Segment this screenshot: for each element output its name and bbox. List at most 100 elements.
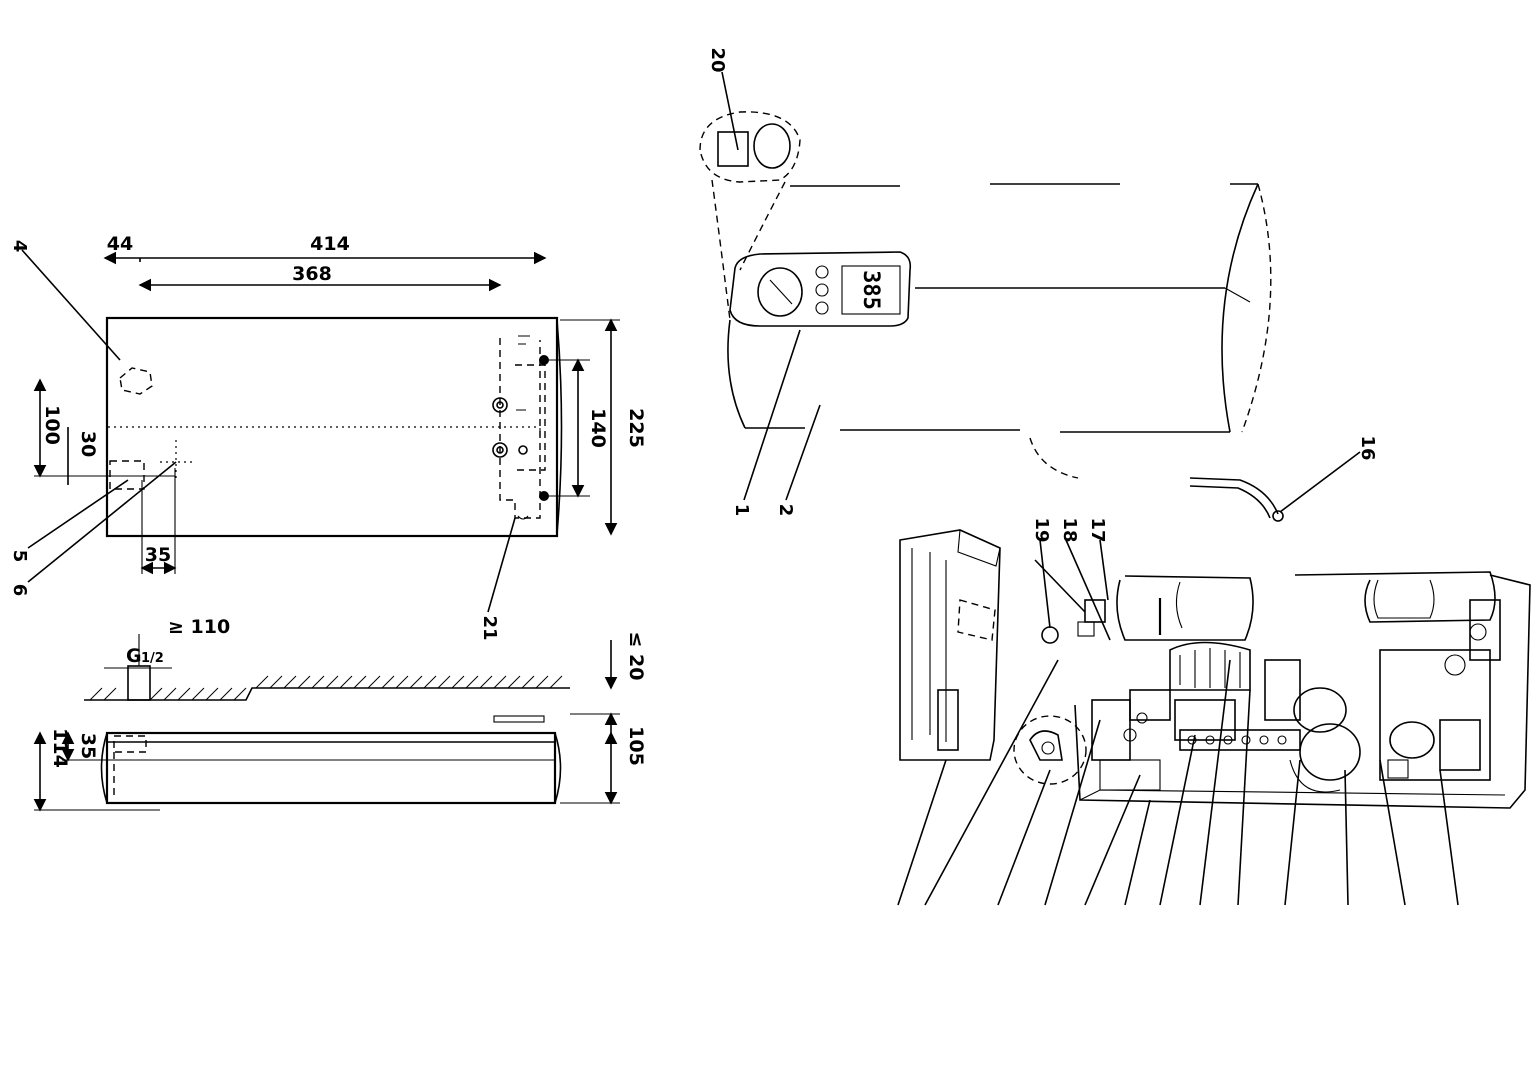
leader-bottom-g (1159, 734, 1196, 906)
wall-hatch (89, 675, 563, 701)
component-relay-1 (1129, 689, 1171, 721)
item-19-sensor (1041, 626, 1059, 644)
detail-circle (1013, 715, 1087, 785)
dim-114-label: 114 (49, 728, 71, 768)
label-2: 2 (775, 504, 796, 517)
heater-left-edge (727, 319, 746, 429)
connector-bottom-icon (492, 442, 508, 458)
connector-side-icon (518, 445, 528, 455)
knob-indicator (769, 279, 793, 305)
label-4: 4 (9, 240, 30, 253)
dim-44-label: 44 (107, 233, 133, 255)
item-20-block (717, 131, 749, 167)
control-panel (729, 251, 912, 327)
exploded-assembly (899, 529, 1531, 809)
label-5: 5 (9, 550, 30, 563)
heater-end-front (1221, 183, 1259, 433)
exploded-callouts: 17 18 19 (897, 517, 1459, 906)
side-right-cap (554, 732, 562, 804)
leader-20 (721, 71, 739, 151)
dim-140-label: 140 (587, 408, 609, 448)
leader-bottom-j (1284, 759, 1301, 906)
leader-bottom-k (1344, 769, 1349, 906)
panel-display (841, 265, 901, 315)
dim-110-label: ≥ 110 (168, 616, 230, 638)
thread-fraction: 1/2 (141, 651, 164, 666)
leader-16 (1279, 451, 1361, 513)
dim-368-label: 368 (292, 263, 332, 285)
mounting-bracket (499, 338, 541, 519)
front-view-body (105, 316, 559, 538)
terminal-4 (1241, 735, 1251, 745)
panel-button-2 (815, 283, 829, 297)
pcb-module (1439, 719, 1481, 771)
side-view-dimensions: ≥ 110 G 1/2 ≤ 20 105 35 114 (33, 616, 647, 812)
heater-end-tick (1224, 287, 1251, 303)
tank-cylinder-2 (1294, 571, 1496, 623)
heater-isometric: 385 (699, 111, 1284, 522)
chassis-frame (1074, 574, 1531, 809)
leader-bottom-c (997, 769, 1051, 906)
front-view (105, 316, 563, 538)
cable-plug (1272, 510, 1284, 522)
leader-4 (21, 249, 121, 361)
leader-bottom-i (1237, 689, 1251, 906)
connector-top-icon (492, 397, 508, 413)
tank-cylinder-1 (1116, 575, 1254, 641)
bracket-left-screw (1123, 728, 1137, 742)
bracket-marks (518, 335, 530, 345)
dim-20-label: ≤ 20 (625, 632, 647, 681)
side-left-cap (100, 732, 108, 804)
chassis-rail (1079, 789, 1506, 801)
tank-cylinder-1-edge (1175, 581, 1183, 629)
item-20-guide-left (711, 179, 731, 321)
bracket-inner (515, 364, 546, 471)
label-20: 20 (707, 47, 728, 72)
leader-bottom-d (1044, 719, 1101, 906)
heater-callouts: 1 2 20 16 (707, 47, 1378, 516)
heater-end-back (1241, 183, 1272, 433)
display-readout: 385 (858, 270, 883, 310)
component-heating-block (1169, 641, 1251, 691)
item-20-guide-right (739, 181, 786, 271)
leader-bottom-h (1199, 659, 1231, 906)
item-4-fitting (119, 367, 153, 395)
component-capacitor (1264, 659, 1301, 721)
leader-2 (785, 404, 821, 501)
thread-label: G (126, 645, 142, 667)
side-hidden-fitting (113, 735, 147, 753)
label-21: 21 (479, 615, 500, 640)
side-view-body (105, 731, 557, 805)
detail-fitting-bore (1041, 741, 1055, 755)
component-pump (1293, 687, 1347, 733)
leader-1 (743, 329, 801, 501)
detail-fitting (1029, 730, 1063, 761)
leader-19 (1039, 539, 1051, 629)
wall-line (84, 687, 570, 701)
component-pcb (1379, 649, 1491, 781)
heating-block-fins (1179, 648, 1241, 688)
item-18-part (1077, 621, 1095, 637)
leader-bottom-m (1439, 769, 1459, 906)
label-6: 6 (9, 584, 30, 597)
cover-panel-ribs (911, 548, 947, 742)
component-relay-2 (1174, 699, 1236, 741)
dim-35-front-label: 35 (145, 544, 171, 566)
dim-100-label: 100 (41, 405, 63, 445)
control-knob (757, 267, 803, 317)
dim-105-label: 105 (625, 726, 647, 766)
item-5-box (109, 460, 145, 490)
leader-18 (1065, 539, 1111, 641)
label-16: 16 (1357, 435, 1378, 460)
label-19: 19 (1031, 517, 1052, 542)
dim-225-label: 225 (625, 408, 647, 448)
terminal-3 (1223, 735, 1233, 745)
bracket-ticks (516, 409, 541, 436)
component-base-left (1099, 759, 1161, 791)
panel-button-1 (815, 265, 829, 279)
component-terminal-strip (1179, 729, 1301, 751)
tank-cylinder-2-inner (1373, 579, 1435, 619)
leader-6 (27, 461, 177, 583)
connector-right-port (1469, 623, 1487, 641)
